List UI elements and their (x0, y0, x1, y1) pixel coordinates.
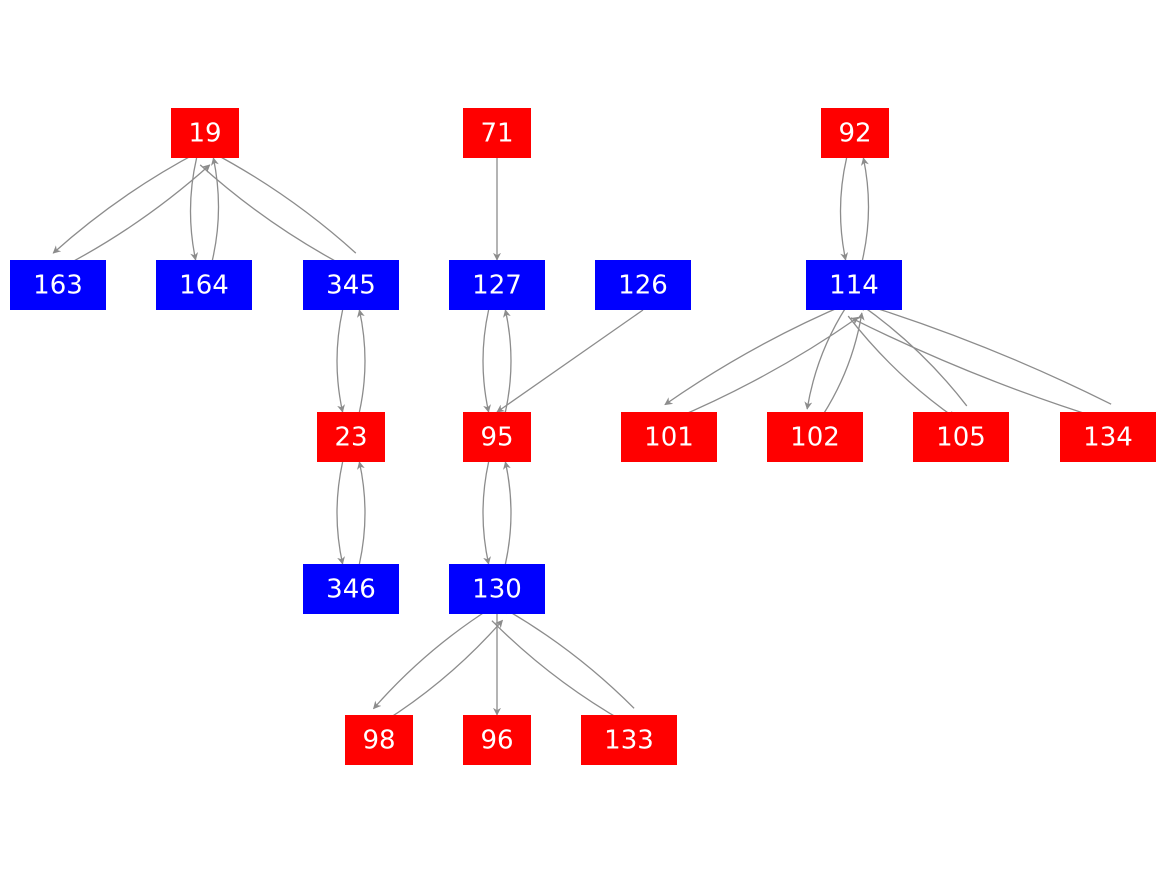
node-102-label: 102 (790, 423, 840, 453)
node-127: 127 (449, 260, 545, 310)
edge-95-to-127 (503, 309, 512, 413)
node-345-box (303, 260, 399, 310)
edge-114-to-134 (850, 317, 1106, 422)
node-101: 101 (621, 412, 717, 462)
node-130-label: 130 (472, 575, 522, 605)
node-96: 96 (463, 715, 531, 765)
node-130-box (449, 564, 545, 614)
node-92-label: 92 (838, 119, 871, 149)
node-114: 114 (806, 260, 902, 310)
node-105-label: 105 (936, 423, 986, 453)
node-133: 133 (581, 715, 677, 765)
node-101-label: 101 (644, 423, 694, 453)
edge-130-to-95 (503, 461, 512, 565)
node-19-box (171, 108, 239, 158)
edge-23-to-345 (357, 309, 366, 413)
node-96-box (463, 715, 531, 765)
node-164-label: 164 (179, 271, 229, 301)
node-133-box (581, 715, 677, 765)
node-114-box (806, 260, 902, 310)
node-23-box (317, 412, 385, 462)
node-96-label: 96 (480, 726, 513, 756)
node-105-box (913, 412, 1009, 462)
node-98-label: 98 (362, 726, 395, 756)
edge-346-to-23 (357, 461, 366, 565)
node-127-box (449, 260, 545, 310)
edge-19-to-163 (52, 150, 201, 254)
node-71: 71 (463, 108, 531, 158)
edge-98-to-130 (384, 619, 503, 722)
edge-134-to-114 (856, 300, 1112, 405)
edge-102-to-114 (822, 312, 865, 416)
node-134: 134 (1060, 412, 1156, 462)
edge-126-to-95 (496, 309, 644, 413)
edge-114-to-101 (664, 302, 851, 406)
edges-layer (52, 150, 1112, 723)
edge-23-to-346 (336, 461, 345, 565)
edge-163-to-19 (62, 164, 211, 268)
node-95-box (463, 412, 531, 462)
node-102: 102 (767, 412, 863, 462)
node-163: 163 (10, 260, 106, 310)
nodes-layer: 19 71 92 163 164 345 127 126 114 23 95 101 102 105 134… (10, 108, 1156, 765)
edge-19-to-164 (189, 157, 199, 261)
node-163-box (10, 260, 106, 310)
node-101-box (621, 412, 717, 462)
node-92: 92 (821, 108, 889, 158)
node-19: 19 (171, 108, 239, 158)
node-95-label: 95 (480, 423, 513, 453)
edge-105-to-114 (859, 303, 968, 407)
node-133-label: 133 (604, 726, 654, 756)
node-134-label: 134 (1083, 423, 1133, 453)
node-345: 345 (303, 260, 399, 310)
node-346-label: 346 (326, 575, 376, 605)
node-105: 105 (913, 412, 1009, 462)
edge-95-to-130 (482, 461, 491, 565)
node-126-box (595, 260, 691, 310)
edge-114-to-92 (860, 157, 870, 261)
edge-130-to-98 (373, 607, 492, 710)
node-98-box (345, 715, 413, 765)
edge-127-to-95 (482, 309, 491, 413)
node-163-label: 163 (33, 271, 83, 301)
node-114-label: 114 (829, 271, 879, 301)
node-92-box (821, 108, 889, 158)
edge-345-to-23 (336, 309, 345, 413)
node-95: 95 (463, 412, 531, 462)
node-134-box (1060, 412, 1156, 462)
node-98: 98 (345, 715, 413, 765)
node-126: 126 (595, 260, 691, 310)
node-346-box (303, 564, 399, 614)
edge-133-to-130 (501, 606, 635, 709)
edge-19-to-345 (199, 164, 347, 268)
edge-101-to-114 (672, 316, 859, 420)
node-130: 130 (449, 564, 545, 614)
edge-345-to-19 (209, 150, 357, 254)
node-346: 346 (303, 564, 399, 614)
node-23: 23 (317, 412, 385, 462)
node-23-label: 23 (334, 423, 367, 453)
edge-114-to-102 (804, 306, 847, 410)
node-127-label: 127 (472, 271, 522, 301)
edge-114-to-105 (847, 315, 956, 419)
edge-92-to-114 (839, 157, 849, 261)
node-164: 164 (156, 260, 252, 310)
edge-130-to-133 (491, 620, 625, 723)
edge-164-to-19 (210, 157, 220, 261)
node-71-box (463, 108, 531, 158)
node-102-box (767, 412, 863, 462)
node-19-label: 19 (188, 119, 221, 149)
node-71-label: 71 (480, 119, 513, 149)
node-164-box (156, 260, 252, 310)
node-126-label: 126 (618, 271, 668, 301)
node-345-label: 345 (326, 271, 376, 301)
